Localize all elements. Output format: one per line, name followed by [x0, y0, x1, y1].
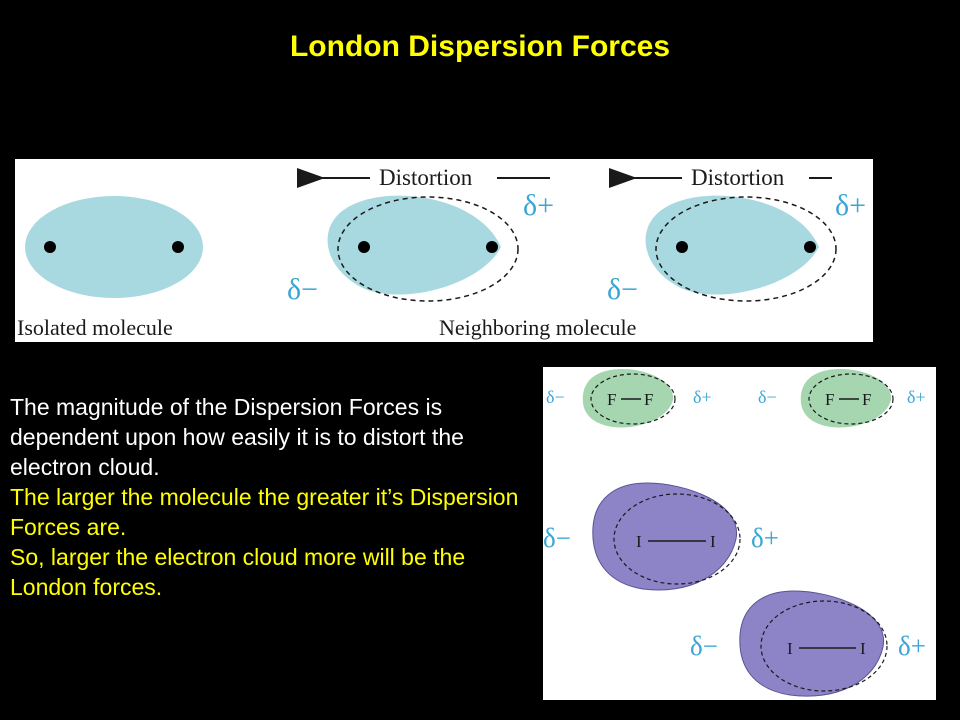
- delta-plus-1: δ+: [523, 189, 554, 222]
- isolated-molecule-label: Isolated molecule: [17, 315, 173, 340]
- f2-left-outline: [590, 373, 676, 425]
- slide-title: London Dispersion Forces: [289, 30, 671, 63]
- i2-top-outline: [613, 493, 741, 585]
- distorted-cloud-1: [327, 195, 501, 295]
- f2-left-delta-plus: δ+: [693, 387, 712, 407]
- explanation-line-1: The magnitude of the Dispersion Forces i…: [10, 394, 464, 480]
- isolated-nucleus-right: [172, 241, 184, 253]
- i2-bottom-atom-2: I: [860, 639, 866, 658]
- distortion-diagram: Distortion δ+ δ− Distortion δ+ δ− Isolat…: [15, 159, 873, 342]
- i2-top-atom-1: I: [636, 532, 642, 551]
- f2-molecule-left: δ− F F δ+: [546, 369, 712, 428]
- f2-molecule-right: δ− F F δ+: [758, 369, 926, 428]
- i2-top-delta-plus: δ+: [751, 523, 779, 553]
- isolated-electron-cloud: [25, 196, 203, 298]
- distorted-cloud-2: [645, 195, 819, 295]
- i2-bottom-atom-1: I: [787, 639, 793, 658]
- nucleus-1a: [358, 241, 370, 253]
- f2-right-delta-minus: δ−: [758, 387, 777, 407]
- i2-bottom-outline: [760, 600, 888, 692]
- distortion-label-2: Distortion: [691, 165, 785, 190]
- explanation-text: The magnitude of the Dispersion Forces i…: [10, 392, 545, 602]
- molecule-size-figure-svg: δ− F F δ+ δ− F F δ+ δ− I I δ+: [543, 369, 926, 697]
- f2-left-atom-2: F: [644, 390, 653, 409]
- distortion-diagram-svg: Distortion δ+ δ− Distortion δ+ δ− Isolat…: [17, 165, 866, 340]
- i2-top-atom-2: I: [710, 532, 716, 551]
- nucleus-2a: [676, 241, 688, 253]
- delta-plus-2: δ+: [835, 189, 866, 222]
- original-cloud-outline-1: [337, 196, 519, 302]
- molecule-size-figure: δ− F F δ+ δ− F F δ+ δ− I I δ+: [543, 367, 936, 700]
- i2-bottom-delta-minus: δ−: [690, 631, 718, 661]
- distortion-label-1: Distortion: [379, 165, 473, 190]
- f2-right-outline: [808, 373, 894, 425]
- delta-minus-2: δ−: [607, 273, 638, 306]
- delta-minus-1: δ−: [287, 273, 318, 306]
- i2-top-delta-minus: δ−: [543, 523, 571, 553]
- i2-molecule-top: δ− I I δ+: [543, 482, 779, 591]
- explanation-line-2: The larger the molecule the greater it’s…: [10, 484, 519, 540]
- f2-left-delta-minus: δ−: [546, 387, 565, 407]
- f2-right-atom-1: F: [825, 390, 834, 409]
- i2-molecule-bottom: δ− I I δ+: [690, 590, 926, 697]
- isolated-nucleus-left: [44, 241, 56, 253]
- neighbor-molecule-2: Distortion δ+ δ−: [607, 165, 866, 306]
- f2-left-atom-1: F: [607, 390, 616, 409]
- explanation-line-3: So, larger the electron cloud more will …: [10, 544, 466, 600]
- neighboring-molecule-label: Neighboring molecule: [439, 315, 636, 340]
- neighbor-molecule-1: Distortion δ+ δ−: [287, 165, 554, 306]
- i2-bottom-delta-plus: δ+: [898, 631, 926, 661]
- original-cloud-outline-2: [655, 196, 837, 302]
- f2-left-cloud: [582, 369, 674, 428]
- f2-right-cloud: [800, 369, 892, 428]
- f2-right-atom-2: F: [862, 390, 871, 409]
- nucleus-1b: [486, 241, 498, 253]
- f2-right-delta-plus: δ+: [907, 387, 926, 407]
- nucleus-2b: [804, 241, 816, 253]
